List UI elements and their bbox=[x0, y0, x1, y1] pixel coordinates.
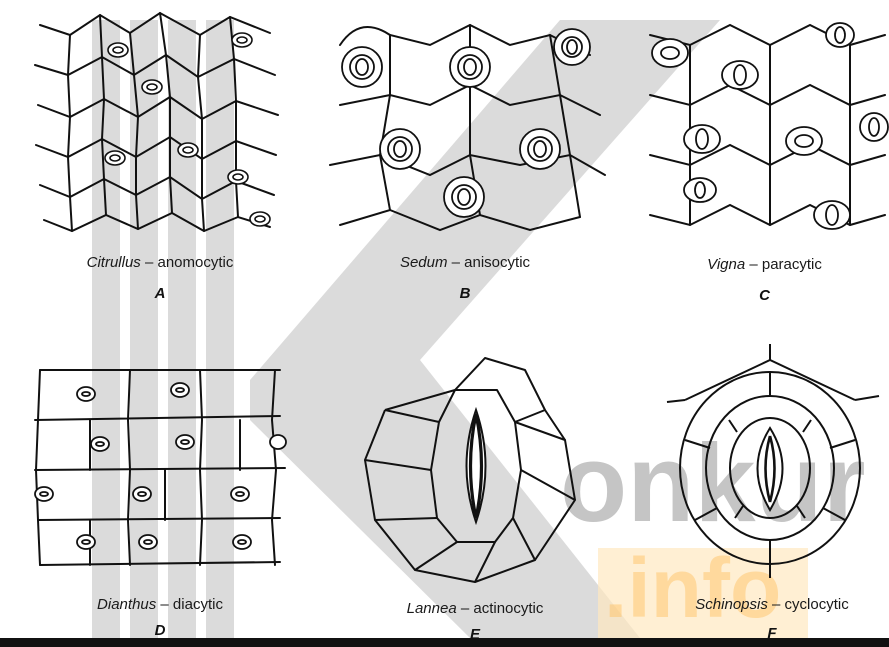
panel-c-paracytic: Vigna – paracytic C bbox=[640, 5, 889, 317]
paracytic-stomata-drawing bbox=[640, 5, 889, 245]
caption-d: Dianthus – diacytic bbox=[30, 596, 290, 613]
anomocytic-stomata-drawing bbox=[30, 5, 290, 245]
panel-b-anisocytic: Sedum – anisocytic B bbox=[320, 5, 610, 317]
panel-letter-a: A bbox=[30, 285, 290, 302]
bottom-border bbox=[0, 638, 889, 647]
genus-name: Schinopsis bbox=[695, 596, 768, 613]
caption-a: Citrullus – anomocytic bbox=[30, 254, 290, 271]
panel-a-anomocytic: Citrullus – anomocytic A bbox=[30, 5, 290, 317]
stomata-type: – cyclocytic bbox=[772, 596, 849, 613]
stomata-type: – diacytic bbox=[160, 596, 223, 613]
caption-e: Lannea – actinocytic bbox=[345, 600, 605, 617]
genus-name: Dianthus bbox=[97, 596, 156, 613]
caption-f: Schinopsis – cyclocytic bbox=[655, 596, 889, 613]
diacytic-stomata-drawing bbox=[30, 350, 290, 580]
stomata-type: – anomocytic bbox=[145, 254, 233, 271]
stomata-type: – anisocytic bbox=[452, 254, 530, 271]
panel-letter-c: C bbox=[640, 287, 889, 304]
caption-b: Sedum – anisocytic bbox=[320, 254, 610, 271]
stomata-type: – actinocytic bbox=[461, 600, 544, 617]
cyclocytic-stomata-drawing bbox=[655, 340, 889, 580]
genus-name: Vigna bbox=[707, 256, 745, 273]
panel-e-actinocytic: Lannea – actinocytic E bbox=[345, 350, 605, 642]
actinocytic-stomata-drawing bbox=[345, 350, 605, 590]
genus-name: Citrullus bbox=[87, 254, 141, 271]
stomata-type: – paracytic bbox=[749, 256, 822, 273]
panel-letter-b: B bbox=[320, 285, 610, 302]
caption-c: Vigna – paracytic bbox=[640, 256, 889, 273]
anisocytic-stomata-drawing bbox=[320, 5, 610, 245]
genus-name: Lannea bbox=[407, 600, 457, 617]
panel-d-diacytic: Dianthus – diacytic D bbox=[30, 350, 290, 642]
genus-name: Sedum bbox=[400, 254, 448, 271]
panel-f-cyclocytic: Schinopsis – cyclocytic F bbox=[655, 340, 889, 640]
panel-letter-d: D bbox=[30, 622, 290, 639]
